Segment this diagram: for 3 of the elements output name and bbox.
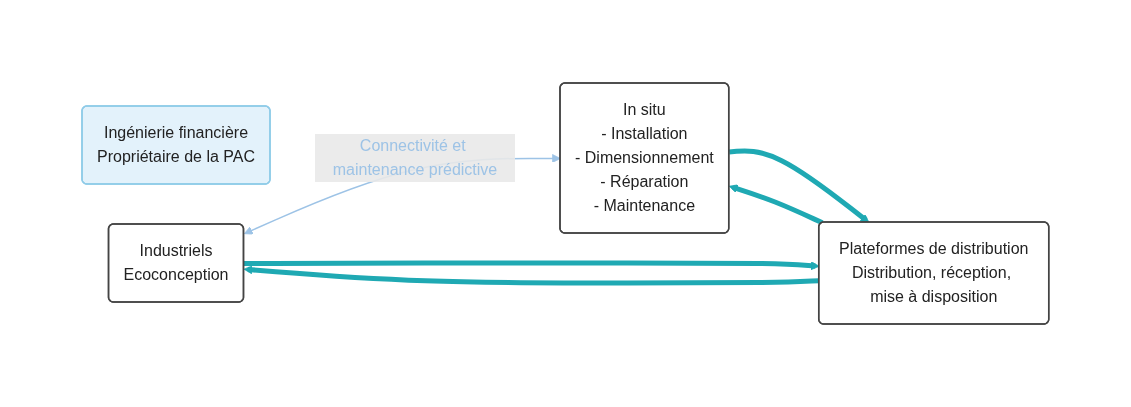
arrow [729, 148, 870, 223]
arrow [728, 184, 824, 226]
edge-label: Connectivité et maintenance prédictive [332, 137, 498, 178]
